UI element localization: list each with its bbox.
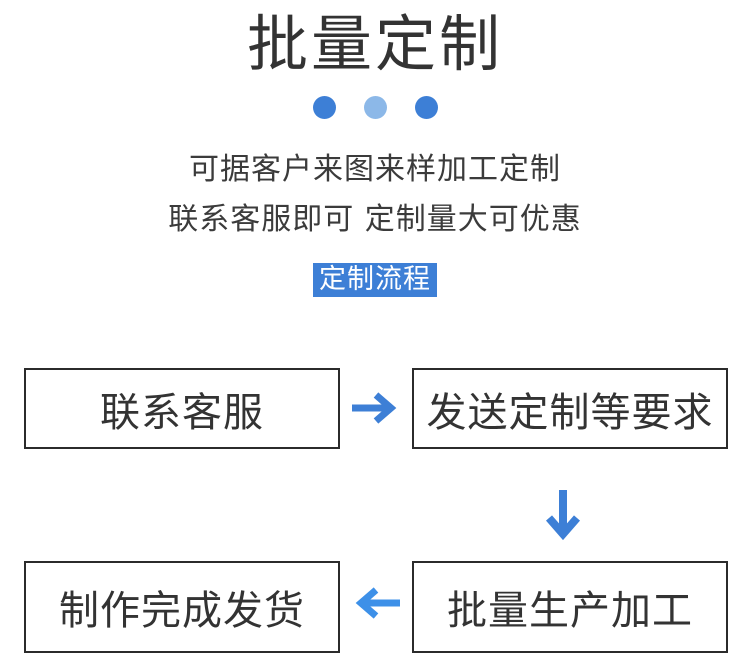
arrow-down-icon (538, 486, 588, 546)
subtitle-line-1: 可据客户来图来样加工定制 (189, 152, 561, 187)
arrow-left-icon (344, 580, 408, 626)
dot-3-icon (414, 96, 438, 119)
dot-1-icon (312, 96, 336, 119)
section-badge-container: 定制流程 (0, 263, 750, 297)
dot-2-icon (363, 96, 387, 119)
flow-step-mass-production: 批量生产加工 (412, 561, 728, 653)
flow-step-contact-service: 联系客服 (24, 368, 340, 449)
flow-step-label: 联系客服 (100, 389, 264, 436)
flow-step-finished-shipping: 制作完成发货 (24, 561, 340, 653)
flow-step-label: 制作完成发货 (59, 588, 305, 634)
arrow-right-icon (344, 385, 408, 431)
decorative-dots (0, 96, 750, 119)
section-badge: 定制流程 (313, 263, 437, 297)
flow-step-label: 发送定制等要求 (426, 389, 714, 436)
page-title: 批量定制 (246, 9, 503, 80)
subtitle-line-2: 联系客服即可 定制量大可优惠 (168, 202, 582, 237)
flow-step-send-requirements: 发送定制等要求 (412, 368, 728, 449)
flow-step-label: 批量生产加工 (447, 588, 693, 634)
